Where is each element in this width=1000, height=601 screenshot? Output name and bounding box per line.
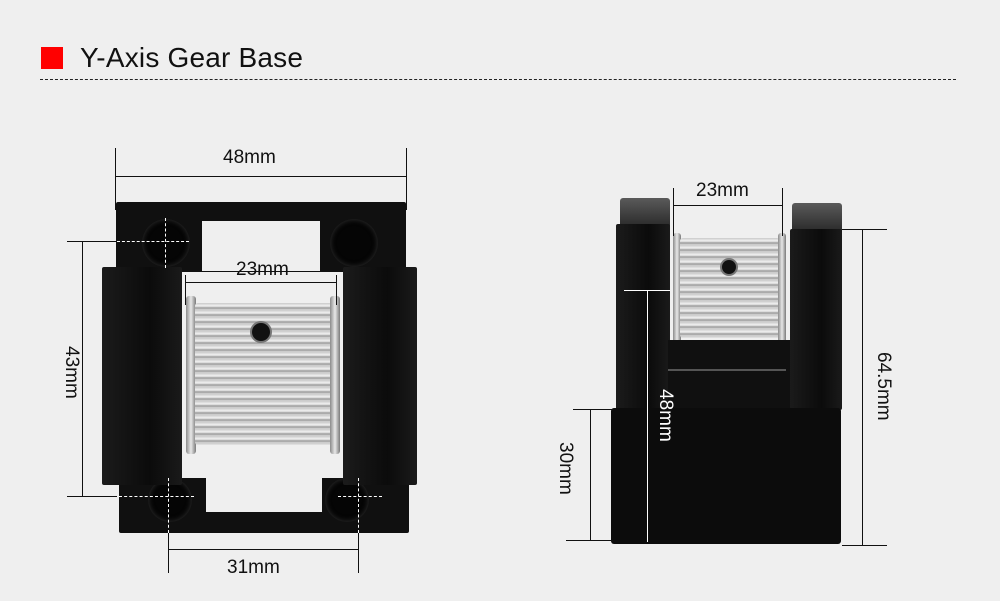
mount-hole-br [325, 478, 369, 522]
title-divider [40, 79, 956, 80]
dim-23-ext-left [185, 275, 186, 305]
dim-31-ext-right [358, 533, 359, 573]
side-pulley-flange-left [673, 233, 681, 343]
centerline-tl-v [165, 218, 166, 268]
upright-right [790, 229, 842, 410]
dim-base-height-label: 30mm [555, 442, 576, 495]
dim-pulley-width-label: 23mm [236, 259, 289, 280]
bearing-block-right [343, 267, 417, 485]
dim-43-ext-bottom [67, 496, 117, 497]
plate-cutout-bottom [206, 478, 322, 512]
mount-hole-bl [148, 478, 192, 522]
dim-48-ext-left [115, 148, 116, 210]
dim-shaft-height-label: 48mm [655, 389, 676, 442]
set-screw-icon [250, 321, 272, 343]
upright-left [616, 224, 670, 410]
dim-43-ext-top [67, 241, 117, 242]
side-dim-23-ext-left [673, 188, 674, 236]
dim-31-line [168, 549, 359, 550]
dim-23-ext-right [336, 275, 337, 305]
bearing-block-left [102, 267, 182, 485]
upright-left-cap [620, 198, 670, 226]
dim-23-line [185, 282, 337, 283]
base-block [611, 408, 841, 544]
centerline-bl-h [119, 496, 194, 497]
pulley-flange-left [186, 296, 196, 454]
dim-overall-width-label: 48mm [223, 147, 276, 168]
dim-31-ext-left [168, 533, 169, 573]
dim-31-ext-right-dashed [358, 478, 359, 533]
dim-hole-spacing-h-label: 31mm [227, 557, 280, 578]
side-dim-23-line [673, 205, 783, 206]
inner-frame [668, 340, 790, 410]
dim-64-ext-bottom [842, 545, 887, 546]
dim-30-ext-top [573, 409, 613, 410]
dim-64-ext-top [842, 229, 887, 230]
dim-overall-height-label: 64.5mm [873, 352, 894, 421]
dim-hole-spacing-v-label: 43mm [61, 346, 82, 399]
dim-48-side-line [647, 290, 648, 542]
page-title: Y-Axis Gear Base [80, 42, 304, 73]
mount-hole-tl [142, 219, 190, 267]
centerline-br-h [338, 496, 382, 497]
inner-frame-rail [668, 369, 786, 371]
dim-48-ext-right [406, 148, 407, 210]
upright-right-cap [792, 203, 842, 231]
side-dim-pulley-width-label: 23mm [696, 180, 749, 201]
dim-43-line [82, 241, 83, 497]
mount-hole-tr [330, 219, 378, 267]
dim-48-line [115, 176, 407, 177]
pulley-flange-right [330, 296, 340, 454]
title-marker-icon [41, 47, 63, 69]
dim-30-line [590, 409, 591, 541]
plate-cutout-top [202, 221, 320, 271]
centerline-tl-h [117, 241, 189, 242]
dim-31-ext-left-dashed [168, 478, 169, 533]
side-dim-23-ext-right [782, 188, 783, 236]
side-pulley-flange-right [778, 233, 786, 343]
side-set-screw-icon [720, 258, 738, 276]
side-timing-pulley [680, 238, 780, 338]
dim-30-ext-bottom [566, 540, 613, 541]
dim-64-line [862, 229, 863, 546]
